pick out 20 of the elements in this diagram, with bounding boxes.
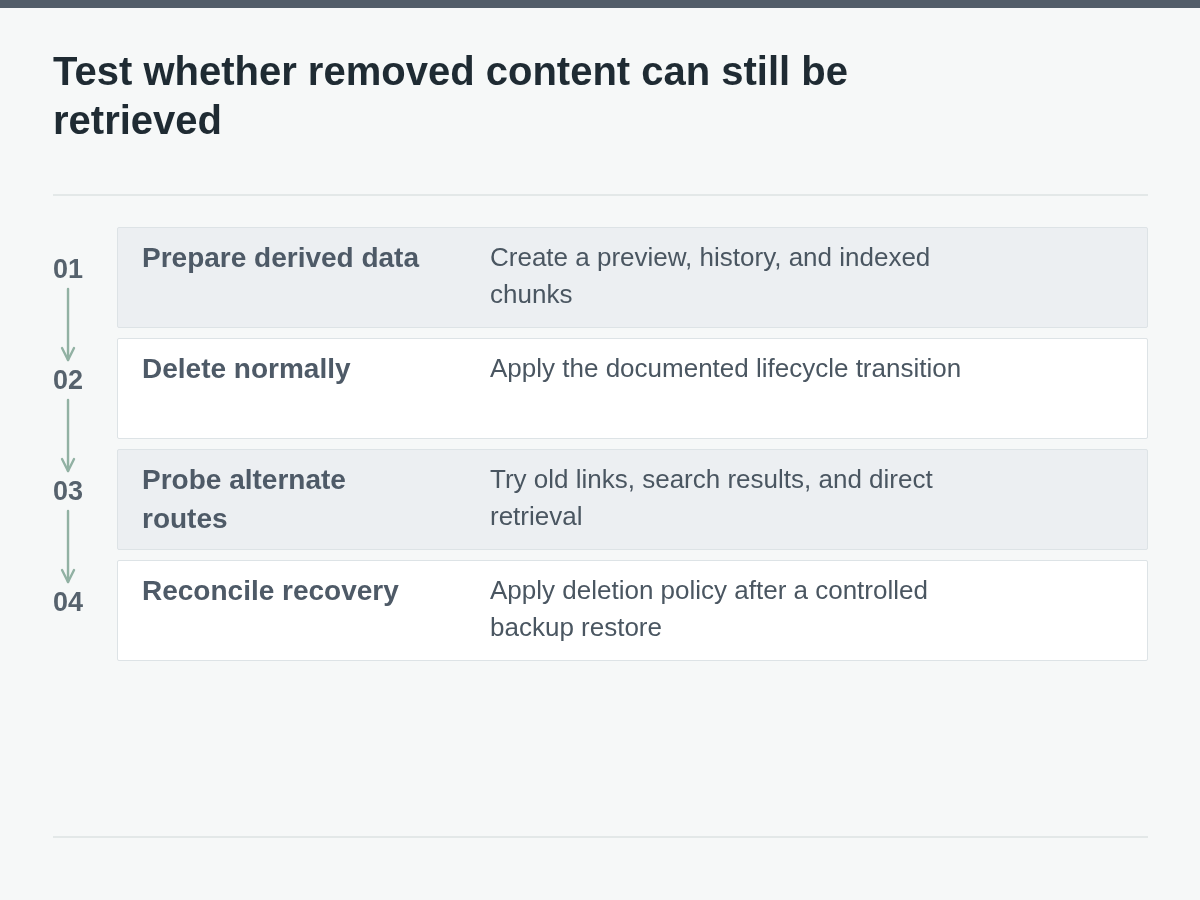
arrow	[60, 509, 76, 584]
step-number: 03	[53, 476, 84, 506]
step-heading: Prepare derived data	[142, 241, 421, 275]
step-heading: Delete normally	[142, 352, 352, 386]
title: Test whether removed content can still be retrieved	[53, 48, 849, 144]
step-row	[117, 338, 1148, 439]
step-heading: Reconcile recovery	[142, 574, 400, 608]
step-number: 04	[53, 587, 84, 617]
step-number: 02	[53, 365, 84, 395]
step-number: 01	[53, 254, 84, 284]
arrow	[60, 398, 76, 473]
step-description: Try old links, search results, and direct retrieval	[490, 463, 934, 533]
step-description: Apply the documented lifecycle transition	[490, 352, 963, 385]
step-row	[117, 227, 1148, 328]
arrow	[60, 287, 76, 362]
step-description: Create a preview, history, and indexed chunks	[490, 241, 932, 311]
step-row	[117, 560, 1148, 661]
step-row	[117, 449, 1148, 550]
step-heading: Probe alternate routes	[142, 463, 347, 536]
step-description: Apply deletion policy after a controlled backup restore	[490, 574, 929, 644]
